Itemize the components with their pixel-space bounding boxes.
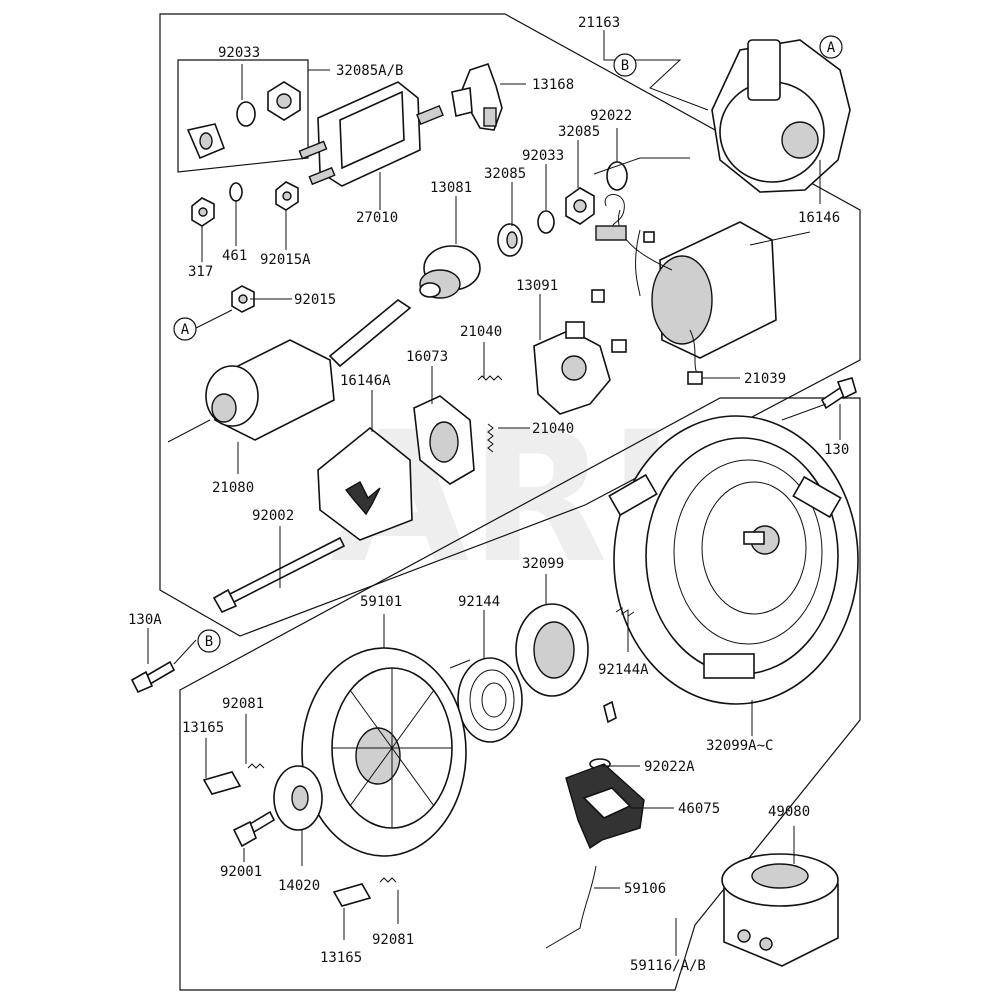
svg-text:B: B xyxy=(205,634,213,650)
starter-housing-part xyxy=(711,39,851,193)
label-92015a: 92015A xyxy=(260,252,311,268)
label-16146: 16146 xyxy=(798,210,840,226)
label-92144a: 92144A xyxy=(598,662,649,678)
callout-b-left: B xyxy=(197,629,221,653)
washer-92022a-part xyxy=(589,700,617,770)
solenoid-part xyxy=(298,81,444,187)
label-32099: 32099 xyxy=(522,556,564,572)
spring-21040-lower-part xyxy=(487,423,494,453)
label-317: 317 xyxy=(188,264,213,280)
starter-rope-part xyxy=(545,865,597,949)
callout-b-top: B xyxy=(613,53,637,77)
svg-text:A: A xyxy=(181,322,190,338)
rear-cover-part xyxy=(317,426,413,541)
label-130a: 130A xyxy=(128,612,162,628)
field-yoke-part xyxy=(591,194,777,385)
label-21039: 21039 xyxy=(744,371,786,387)
label-92022: 92022 xyxy=(590,108,632,124)
recoil-spring-92144-part xyxy=(449,657,523,743)
kit-nut-part xyxy=(267,81,301,121)
label-92015: 92015 xyxy=(294,292,336,308)
label-92081-upper: 92081 xyxy=(222,696,264,712)
collar-32085-part xyxy=(497,223,523,257)
washer-461-part xyxy=(229,182,243,202)
label-49080: 49080 xyxy=(768,804,810,820)
starter-handle-part xyxy=(565,763,645,850)
nut-317-part xyxy=(191,197,215,227)
starter-cup-part xyxy=(721,853,839,967)
label-92022a: 92022A xyxy=(644,759,695,775)
lower-assembly-frame xyxy=(179,397,861,991)
label-21040-lower: 21040 xyxy=(532,421,574,437)
recoil-reel-part xyxy=(301,647,467,857)
label-32085ab: 32085A/B xyxy=(336,63,403,79)
kit-washer-part xyxy=(186,123,226,160)
bolt-92001-part xyxy=(232,810,276,848)
kit-snap-ring-part xyxy=(236,101,256,127)
label-32099a-c: 32099A~C xyxy=(706,738,773,754)
brush-holder-part xyxy=(533,321,611,415)
pawl-13165-lower-part xyxy=(332,883,372,907)
svg-text:B: B xyxy=(621,58,629,74)
spring-92144a-part xyxy=(615,607,635,617)
pinion-gear-part xyxy=(419,245,481,299)
nut-92015-part xyxy=(231,285,255,313)
nut-92015a-part xyxy=(275,181,299,211)
label-16073: 16073 xyxy=(406,349,448,365)
label-92081-lower: 92081 xyxy=(372,932,414,948)
label-46075: 46075 xyxy=(678,801,720,817)
armature-part xyxy=(167,299,412,443)
callout-a-left: A xyxy=(173,317,197,341)
label-32085-lower: 32085 xyxy=(484,166,526,182)
collar-32085-upper-part xyxy=(565,187,595,225)
leader-lines xyxy=(147,30,841,956)
brush-plate-part xyxy=(413,395,475,485)
label-21163: 21163 xyxy=(578,15,620,31)
pawl-13165-upper-part xyxy=(202,771,242,795)
callout-a-top: A xyxy=(819,35,843,59)
label-92001: 92001 xyxy=(220,864,262,880)
label-59106: 59106 xyxy=(624,881,666,897)
label-14020: 14020 xyxy=(278,878,320,894)
label-92144: 92144 xyxy=(458,594,500,610)
label-130: 130 xyxy=(824,442,849,458)
label-92033: 92033 xyxy=(522,148,564,164)
label-21040-upper: 21040 xyxy=(460,324,502,340)
label-32085-upper: 32085 xyxy=(558,124,600,140)
label-59116ab: 59116/A/B xyxy=(630,958,706,974)
bolt-130a-part xyxy=(130,660,176,694)
spring-21040-upper-part xyxy=(477,375,503,381)
solenoid-kit-frame xyxy=(177,59,309,173)
recoil-housing-part xyxy=(608,415,859,705)
label-13091: 13091 xyxy=(516,278,558,294)
label-59101: 59101 xyxy=(360,594,402,610)
through-bolt-part xyxy=(212,536,346,614)
label-13165-lower: 13165 xyxy=(320,950,362,966)
label-92033-kit: 92033 xyxy=(218,45,260,61)
spring-92081-upper-part xyxy=(247,763,265,769)
svg-text:A: A xyxy=(827,40,836,56)
label-461: 461 xyxy=(222,248,247,264)
shift-lever-part xyxy=(451,62,503,131)
spacer-ring-32099-part xyxy=(515,603,589,697)
friction-plate-part xyxy=(273,765,323,831)
spring-92081-lower-part xyxy=(379,877,397,883)
label-21080: 21080 xyxy=(212,480,254,496)
label-13165-upper: 13165 xyxy=(182,720,224,736)
bolt-130-part xyxy=(820,377,857,410)
label-92002: 92002 xyxy=(252,508,294,524)
label-13168: 13168 xyxy=(532,77,574,93)
label-16146a: 16146A xyxy=(340,373,391,389)
label-13081: 13081 xyxy=(430,180,472,196)
snap-ring-92033-part xyxy=(537,210,555,234)
label-27010: 27010 xyxy=(356,210,398,226)
